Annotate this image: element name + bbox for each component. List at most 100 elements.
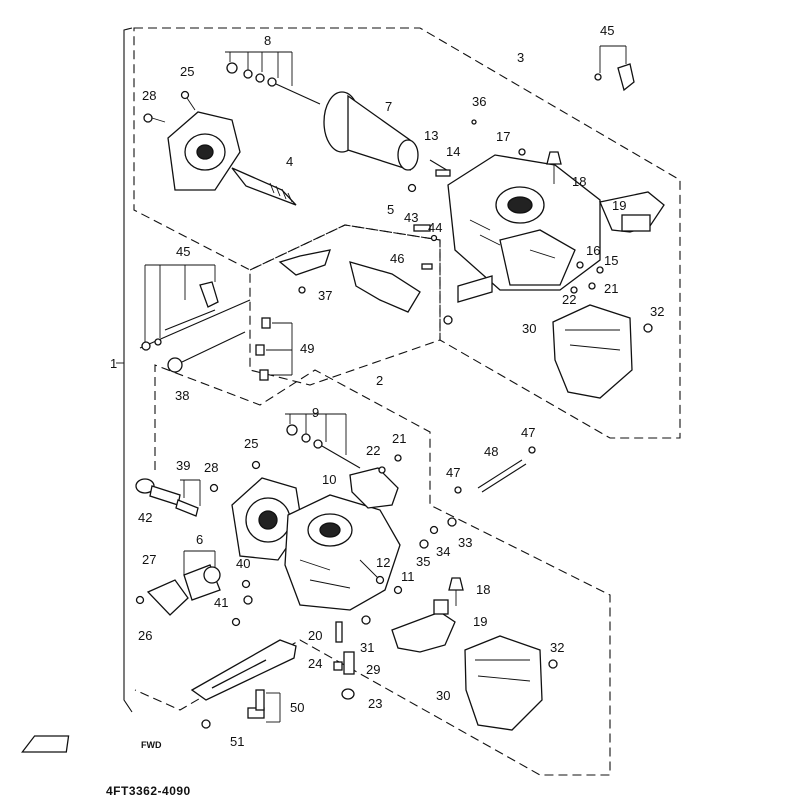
diaphragm-cover-lower: [231, 477, 303, 561]
screw-15: [596, 266, 604, 274]
bracket-19-lower: [391, 599, 456, 653]
callout-31: 31: [360, 640, 374, 655]
callout-28b: 28: [204, 460, 218, 475]
callout-25a: 25: [180, 64, 194, 79]
callout-39: 39: [176, 458, 190, 473]
callout-43: 43: [404, 210, 418, 225]
screw-46: [421, 263, 433, 270]
rod-48: [477, 459, 523, 489]
oring-22-lower: [378, 466, 386, 474]
callout-10: 10: [322, 472, 336, 487]
callout-15: 15: [604, 253, 618, 268]
washer-35: [419, 539, 429, 549]
screw-33: [447, 517, 457, 527]
spring-upper-linkage: [443, 275, 493, 325]
callout-36: 36: [472, 94, 486, 109]
carb-body-lower: [284, 494, 401, 611]
callout-2: 2: [376, 373, 383, 388]
callout-22b: 22: [366, 443, 380, 458]
jet-20-24-29-23: [333, 621, 355, 700]
callout-45b: 45: [176, 244, 190, 259]
washer-38: [167, 357, 183, 373]
screws-50: [247, 689, 281, 723]
callout-32a: 32: [650, 304, 664, 319]
callout-38: 38: [175, 388, 189, 403]
needle-set-9-lower: [285, 413, 361, 469]
callout-7: 7: [385, 99, 392, 114]
washer-41: [231, 617, 241, 627]
callout-46: 46: [390, 251, 404, 266]
piston-7-upper: [323, 91, 419, 171]
screw-21-upper: [588, 282, 596, 290]
fwd-arrow-icon: FWD: [21, 735, 162, 753]
part-code: 4FT3362-4090: [106, 784, 191, 798]
callout-27: 27: [142, 552, 156, 567]
callout-3: 3: [517, 50, 524, 65]
callout-50: 50: [290, 700, 304, 715]
bracket-19-upper: [599, 191, 665, 233]
bracket-10-lower: [349, 467, 399, 509]
float-chamber-30-upper: [552, 304, 653, 399]
callout-30a: 30: [522, 321, 536, 336]
plug-36: [471, 119, 477, 125]
callout-34: 34: [436, 544, 450, 559]
float-chamber-30-lower: [464, 635, 558, 731]
callout-47b: 47: [521, 425, 535, 440]
throttle-shaft-45: [139, 264, 251, 351]
callout-18a: 18: [572, 174, 586, 189]
callout-42: 42: [138, 510, 152, 525]
callout-13: 13: [424, 128, 438, 143]
callout-4: 4: [286, 154, 293, 169]
screw-45-top: [594, 45, 635, 92]
callout-24: 24: [308, 656, 322, 671]
carb-body-upper: [447, 154, 601, 291]
callout-17: 17: [496, 129, 510, 144]
callout-16: 16: [586, 243, 600, 258]
screw-21-lower: [394, 454, 402, 462]
callout-20: 20: [308, 628, 322, 643]
throttle-linkage-upper: [278, 249, 421, 313]
callout-45a: 45: [600, 23, 614, 38]
callout-29: 29: [366, 662, 380, 677]
washer-34: [429, 525, 439, 535]
spring-4-upper: [231, 167, 297, 206]
callout-25b: 25: [244, 436, 258, 451]
linkage-boundary: [249, 224, 441, 386]
callout-41: 41: [214, 595, 228, 610]
callout-37: 37: [318, 288, 332, 303]
screw-44: [430, 234, 438, 242]
callout-22a: 22: [562, 292, 576, 307]
diaphragm-cover-upper: [167, 111, 241, 191]
spring-6-lower: [183, 550, 221, 601]
screw-25-lower: [251, 460, 261, 470]
callout-49: 49: [300, 341, 314, 356]
callout-32b: 32: [550, 640, 564, 655]
callout-6: 6: [196, 532, 203, 547]
callout-47a: 47: [446, 465, 460, 480]
fwd-label: FWD: [141, 740, 162, 750]
callout-44: 44: [428, 220, 442, 235]
screws-49: [255, 317, 293, 381]
callout-19b: 19: [473, 614, 487, 629]
callout-1: 1: [110, 356, 117, 371]
callout-30b: 30: [436, 688, 450, 703]
callout-5: 5: [387, 202, 394, 217]
screw-5: [407, 183, 417, 193]
callout-18b: 18: [476, 582, 490, 597]
sensor-18-lower: [448, 577, 464, 606]
sensor-18-upper: [546, 151, 562, 184]
needle-set-8-upper: [225, 51, 321, 105]
callout-21a: 21: [604, 281, 618, 296]
pivot-42-39: [135, 478, 201, 517]
screw-31: [361, 615, 371, 625]
callout-12: 12: [376, 555, 390, 570]
clip-47a: [454, 486, 462, 494]
oring-22-upper: [570, 286, 578, 294]
plug-16: [576, 261, 584, 269]
screw-28-upper: [143, 113, 166, 123]
rod-48-edge: [481, 463, 527, 493]
callout-48: 48: [484, 444, 498, 459]
callout-9: 9: [312, 405, 319, 420]
